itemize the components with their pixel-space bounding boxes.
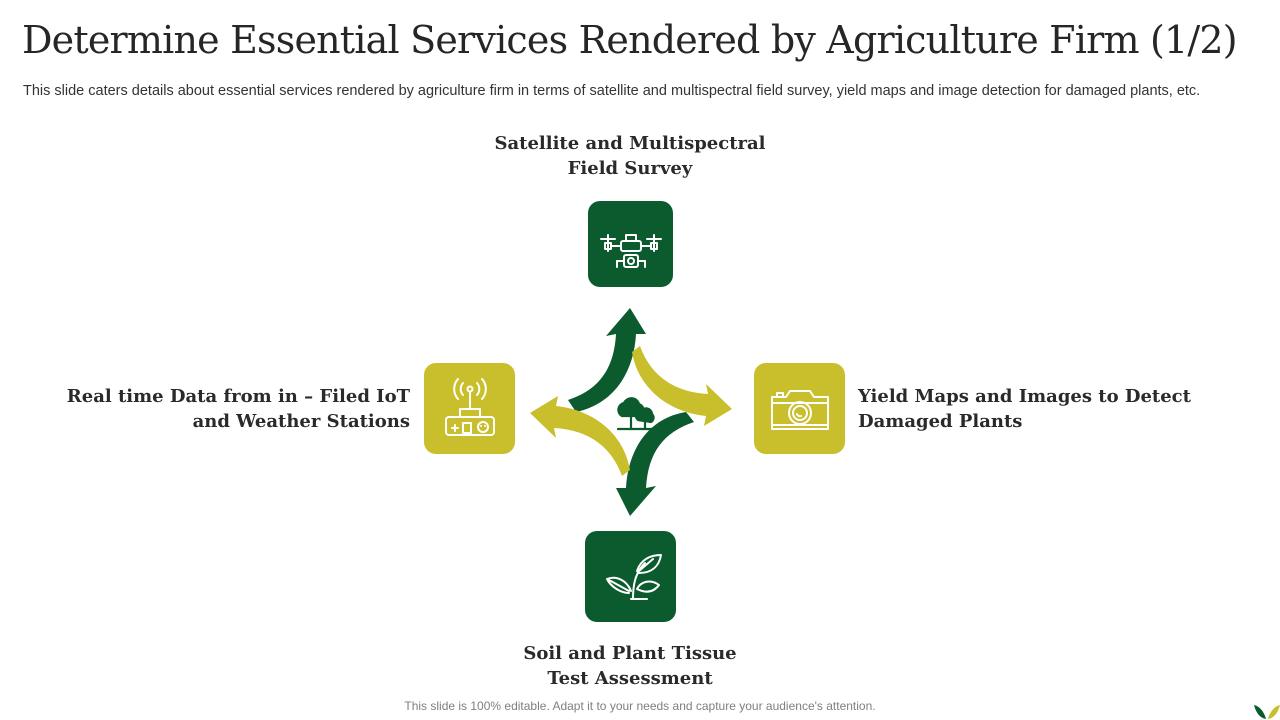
arrow-left-olive xyxy=(530,396,630,476)
curved-arrows-diagram xyxy=(530,308,732,516)
service-label-soil-tissue: Soil and Plant Tissue Test Assessment xyxy=(430,641,830,691)
arrow-right-olive xyxy=(632,346,732,426)
service-label-iot-weather: Real time Data from in – Filed IoT and W… xyxy=(40,384,410,434)
service-label-line: and Weather Stations xyxy=(192,411,410,432)
service-box-satellite-survey xyxy=(588,201,673,287)
service-label-line: Test Assessment xyxy=(547,668,713,689)
slide-title: Determine Essential Services Rendered by… xyxy=(22,18,1238,62)
arrow-up-green xyxy=(568,308,646,412)
trees-icon xyxy=(616,397,655,431)
camera-icon xyxy=(770,389,829,430)
arrow-down-green xyxy=(616,412,694,516)
service-box-soil-tissue xyxy=(585,531,676,622)
service-label-line: Soil and Plant Tissue xyxy=(523,643,737,664)
service-label-line: Satellite and Multispectral xyxy=(494,133,766,154)
iot-station-icon xyxy=(444,377,495,436)
slide-subtitle: This slide caters details about essentia… xyxy=(23,83,1201,99)
service-label-line: Yield Maps and Images to Detect xyxy=(858,386,1191,407)
plant-leaves-icon xyxy=(605,553,662,600)
leaf-logo-icon xyxy=(1254,705,1280,719)
service-label-satellite-survey: Satellite and Multispectral Field Survey xyxy=(430,131,830,181)
drone-icon xyxy=(599,234,662,268)
slide-footer: This slide is 100% editable. Adapt it to… xyxy=(404,699,876,713)
service-label-line: Damaged Plants xyxy=(858,411,1023,432)
service-box-yield-maps xyxy=(754,363,845,454)
service-label-line: Real time Data from in – Filed IoT xyxy=(66,386,410,407)
service-box-iot-weather xyxy=(424,363,515,454)
service-label-yield-maps: Yield Maps and Images to Detect Damaged … xyxy=(858,384,1258,434)
service-label-line: Field Survey xyxy=(567,158,693,179)
